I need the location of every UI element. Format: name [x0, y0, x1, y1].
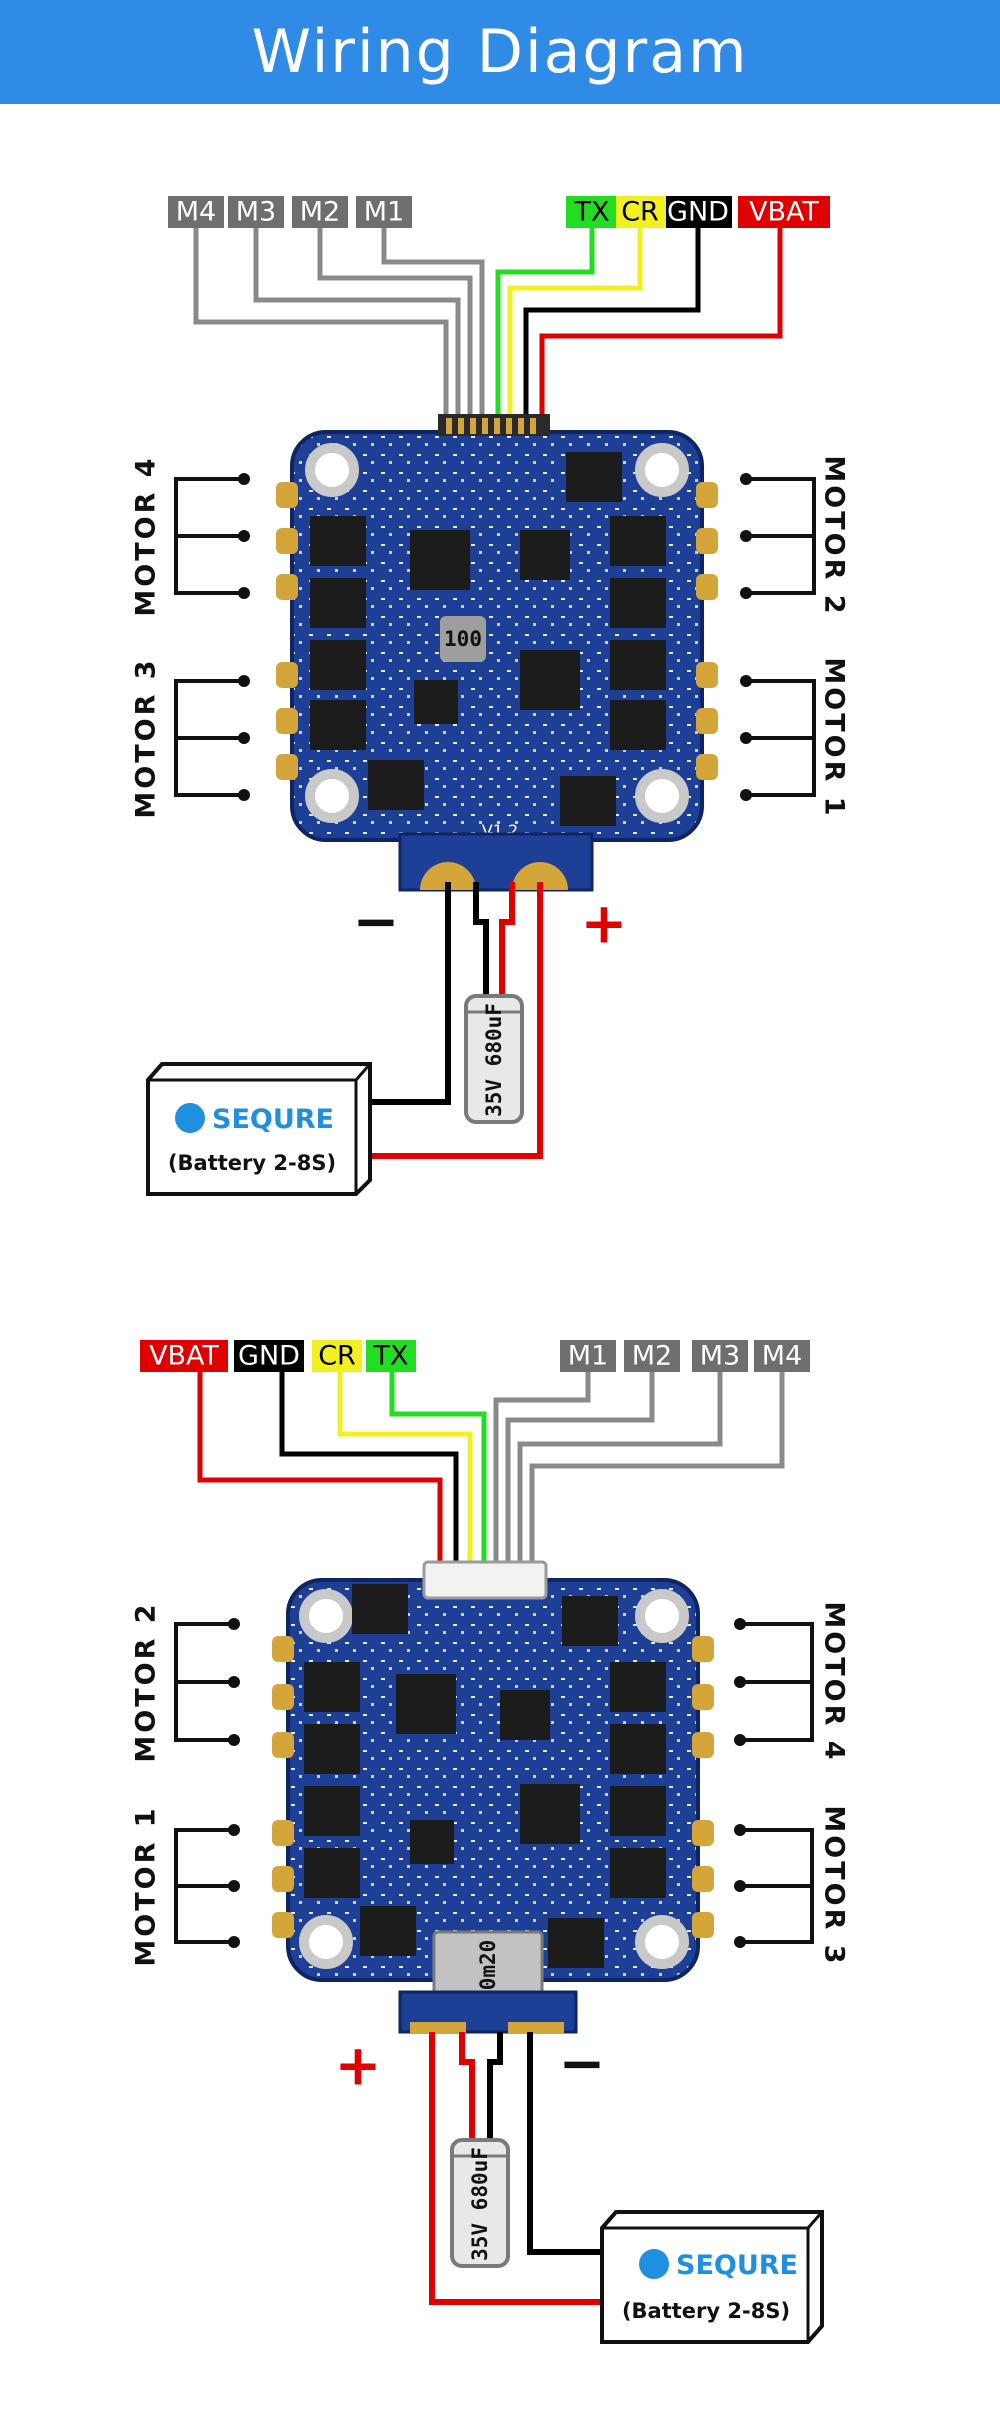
bottom-power-wires — [429, 2032, 606, 2305]
bottom-signal-wires — [197, 1372, 785, 1572]
top-motor-label-left-upper: MOTOR 4 — [131, 455, 162, 616]
top-label-m4: M4 — [176, 197, 216, 228]
bottom-label-gnd: GND — [238, 1341, 300, 1372]
top-motor-label-right-lower: MOTOR 1 — [819, 657, 850, 818]
bottom-capacitor-label: 35V 680uF — [468, 2147, 492, 2261]
header-bar — [0, 0, 1000, 104]
top-label-m3: M3 — [236, 197, 276, 228]
bottom-label-cr: CR — [318, 1341, 356, 1372]
top-motor-brackets — [174, 477, 816, 797]
bottom-plus-sign: + — [335, 2034, 382, 2099]
bottom-motor-label-left-upper: MOTOR 2 — [131, 1601, 162, 1762]
top-minus-sign: − — [353, 890, 400, 955]
top-sequre-logo-icon — [175, 1103, 205, 1133]
bottom-label-vbat: VBAT — [149, 1341, 219, 1372]
top-capacitor-label: 35V 680uF — [482, 1003, 506, 1117]
bottom-minus-sign: − — [559, 2032, 606, 2097]
bottom-sequre-logo-icon — [639, 2249, 669, 2279]
top-plus-sign: + — [581, 892, 628, 957]
bottom-label-m4: M4 — [762, 1341, 802, 1372]
bottom-diagram: VBAT GND CR TX M1 M2 M3 M4 — [131, 1340, 850, 2344]
bottom-label-m1: M1 — [568, 1341, 608, 1372]
top-esc-board: 100 V1.2 — [276, 414, 718, 892]
bottom-motor-label-right-lower: MOTOR 3 — [819, 1805, 850, 1966]
top-motor-label-left-lower: MOTOR 3 — [131, 657, 162, 818]
top-battery-label: (Battery 2-8S) — [168, 1151, 336, 1175]
top-inductor-label: 100 — [444, 627, 482, 651]
bottom-shunt-label: 0m20 — [476, 1940, 500, 1991]
page-title: Wiring Diagram — [251, 17, 749, 87]
top-wire-labels: M4 M3 M2 M1 TX CR GND VBAT — [168, 196, 830, 228]
top-label-vbat: VBAT — [749, 197, 819, 228]
top-label-m2: M2 — [300, 197, 340, 228]
bottom-label-tx: TX — [373, 1341, 409, 1372]
bottom-wire-labels: VBAT GND CR TX M1 M2 M3 M4 — [140, 1340, 810, 1372]
bottom-label-m2: M2 — [632, 1341, 672, 1372]
top-battery: SEQURE (Battery 2-8S) — [146, 1062, 372, 1196]
top-motor-label-right-upper: MOTOR 2 — [819, 455, 850, 616]
bottom-battery: SEQURE (Battery 2-8S) — [600, 2210, 824, 2344]
bottom-motor-label-left-lower: MOTOR 1 — [131, 1805, 162, 1966]
bottom-motor-label-right-upper: MOTOR 4 — [819, 1601, 850, 1762]
top-battery-brand: SEQURE — [212, 1104, 334, 1135]
top-diagram: M4 M3 M2 M1 TX CR GND VBAT — [131, 196, 850, 1196]
top-capacitor: 35V 680uF — [464, 994, 524, 1124]
top-label-cr: CR — [621, 197, 659, 228]
bottom-label-m3: M3 — [700, 1341, 740, 1372]
top-label-tx: TX — [574, 197, 610, 228]
bottom-motor-brackets — [174, 1622, 814, 1944]
bottom-battery-brand: SEQURE — [676, 2250, 798, 2281]
top-label-m1: M1 — [364, 197, 404, 228]
bottom-esc-board: 0m20 — [272, 1560, 714, 2034]
top-power-wires — [372, 882, 543, 1159]
top-signal-wires — [193, 226, 783, 420]
bottom-capacitor: 35V 680uF — [450, 2138, 510, 2268]
bottom-battery-label: (Battery 2-8S) — [622, 2299, 790, 2323]
top-label-gnd: GND — [667, 197, 729, 228]
